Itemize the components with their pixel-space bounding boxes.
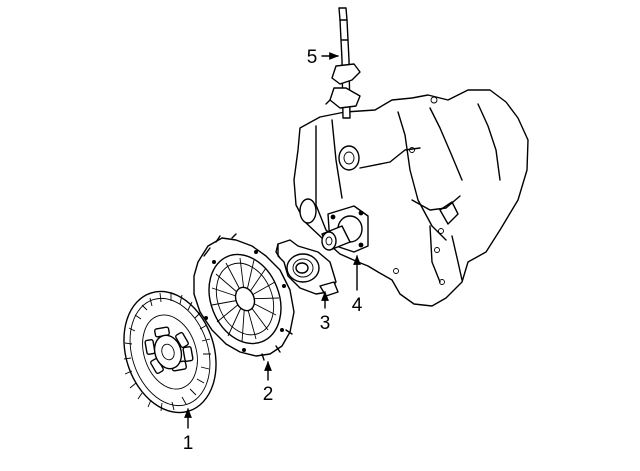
clutch-disc [123,290,217,414]
callout-labels: 1 2 3 4 5 [183,47,363,454]
callout-leaders [184,52,361,429]
pressure-plate [193,233,295,361]
callout-1: 1 [183,433,194,454]
release-fork-shaft [325,7,361,119]
callout-2: 2 [263,384,274,405]
friction-facing-texture [123,292,211,412]
callout-4: 4 [352,295,363,316]
callout-3: 3 [320,313,331,334]
damper-springs [144,326,194,375]
bearing-guide-tube [321,205,369,253]
callout-5: 5 [307,47,318,68]
